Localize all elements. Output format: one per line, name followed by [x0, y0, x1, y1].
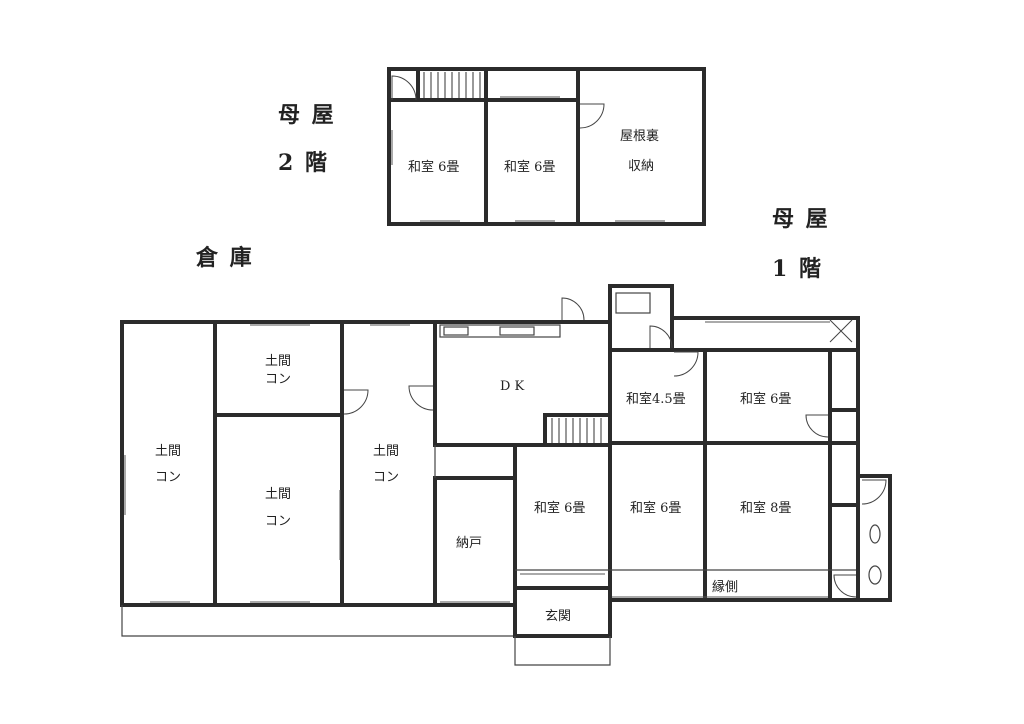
doma-mid-line1: 土間: [265, 487, 291, 502]
nando-label: 納戸: [456, 536, 482, 551]
doma-top-line2: コン: [265, 372, 291, 387]
toilet-sink: [869, 524, 881, 544]
toilet-bowl: [868, 565, 882, 585]
doma-top-line1: 土間: [265, 354, 291, 369]
ground-stairs: [551, 418, 602, 443]
upper-room-a-label: 和室 6畳: [408, 159, 459, 175]
upper-door-swing: [391, 75, 417, 101]
dk-back-door: [561, 297, 585, 321]
doma-mid-line2: コン: [265, 514, 291, 529]
main-house-2f-title-line2: 2 階: [278, 150, 329, 176]
washitsu-6-s-label: 和室 6畳: [630, 500, 681, 516]
main-house-1f-title-line2: 1 階: [772, 256, 823, 282]
genkan-label: 玄関: [545, 609, 571, 624]
washitsu-6-sw-label: 和室 6畳: [534, 500, 585, 516]
main-house-2f-title-line1: 母 屋: [278, 102, 336, 128]
sink-icon: [499, 326, 535, 336]
main-house-1f-title-line1: 母 屋: [772, 206, 830, 232]
upper-stairs: [423, 72, 481, 98]
ground-floor-plan: D K 納戸 和室4.5畳 和室 6畳 和室 6畳 和室 6畳 和室 8畳 縁側…: [433, 284, 892, 666]
washitsu-6-ne-label: 和室 6畳: [740, 391, 791, 407]
attic-label-line1: 屋根裏: [620, 129, 659, 144]
attic-door-swing: [579, 103, 605, 129]
storehouse-plan: 土間 コン 土間 コン 土間 コン 土間 コン: [120, 320, 515, 637]
engawa-label: 縁側: [712, 579, 738, 595]
kitchen-counter: [439, 324, 561, 338]
storehouse-door-b: [408, 385, 434, 411]
washitsu-45-label: 和室4.5畳: [626, 391, 686, 407]
bathtub: [615, 292, 651, 314]
upper-room-b-label: 和室 6畳: [504, 159, 555, 175]
upper-floor-plan: 和室 6畳 和室 6畳 屋根裏 収納: [387, 67, 706, 226]
corridor-door: [673, 351, 699, 377]
washitsu-8-label: 和室 8畳: [740, 500, 791, 516]
storehouse-door-a: [343, 389, 369, 415]
corner-shutter: [829, 319, 853, 343]
doma-left-line2: コン: [155, 470, 181, 485]
doma-right-line1: 土間: [373, 444, 399, 459]
bath-door: [649, 325, 673, 349]
dk-label: D K: [500, 379, 525, 394]
storehouse-title: 倉 庫: [195, 245, 254, 271]
toilet-door-a: [861, 479, 887, 505]
doma-left-line1: 土間: [155, 444, 181, 459]
attic-label-line2: 収納: [628, 159, 654, 174]
toilet-door-b: [833, 574, 857, 598]
doma-right-line2: コン: [373, 470, 399, 485]
stove-icon: [443, 326, 469, 336]
closet-door: [805, 414, 829, 438]
